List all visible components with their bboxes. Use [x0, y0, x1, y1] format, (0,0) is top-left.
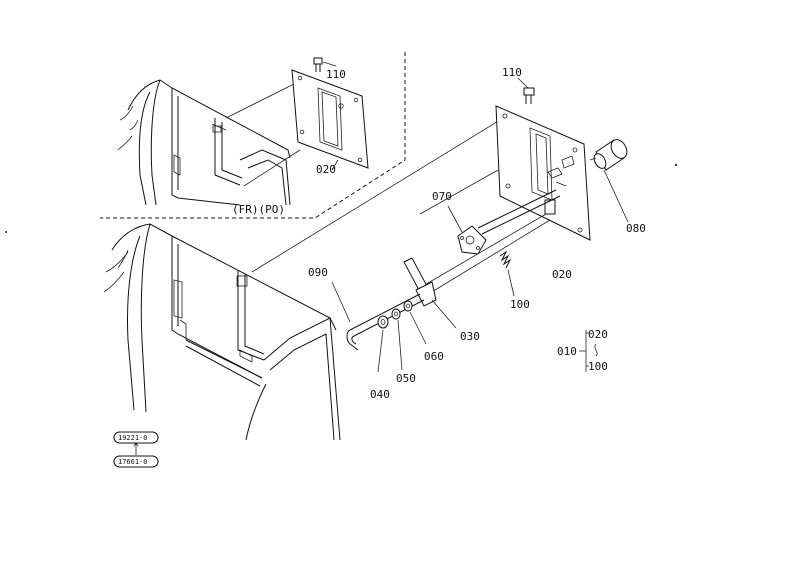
serial-bottom: 17661-0 [118, 458, 148, 466]
washer-050-icon [391, 308, 403, 371]
label-060: 060 [424, 350, 444, 363]
inset-label-frpo: (FR)(PO) [232, 203, 285, 216]
label-080: 080 [626, 222, 646, 235]
inset-cab-frame [117, 79, 291, 206]
nut-040-icon [377, 315, 389, 373]
inset-boundary [100, 52, 406, 219]
spring-icon [499, 250, 515, 297]
label-030: 030 [460, 330, 480, 343]
assy-label-100: 100 [588, 360, 608, 373]
inset-bolt-icon [313, 57, 337, 72]
washer-060-icon [403, 300, 427, 345]
main-cab-frame [103, 223, 341, 441]
assy-label-020: 020 [588, 328, 608, 341]
lever-icon [403, 257, 457, 329]
label-070: 070 [432, 190, 452, 203]
knob-icon [593, 139, 629, 223]
inset-label-020: 020 [316, 163, 336, 176]
inset-view: 110 020 (FR)(PO) [100, 52, 406, 219]
serial-tags: 19221-0 17661-0 [113, 431, 159, 468]
label-090: 090 [308, 266, 328, 279]
label-100: 100 [510, 298, 530, 311]
assy-label-010: 010 [557, 345, 577, 358]
bracket-070-icon [447, 205, 487, 255]
assembly-callout: 010 020 100 [557, 328, 608, 373]
main-bolt-icon [517, 77, 535, 104]
label-050: 050 [396, 372, 416, 385]
serial-top: 19221-0 [118, 434, 148, 442]
label-110: 110 [502, 66, 522, 79]
inset-plate [291, 69, 369, 169]
label-020: 020 [552, 268, 572, 281]
inset-label-110: 110 [326, 68, 346, 81]
rod-icon [331, 281, 425, 351]
leader-plate-top [419, 169, 499, 215]
label-040: 040 [370, 388, 390, 401]
